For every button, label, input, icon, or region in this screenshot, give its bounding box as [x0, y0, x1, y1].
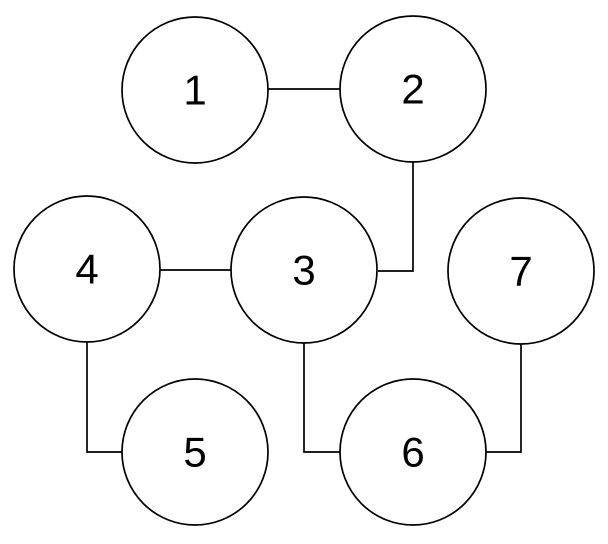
node-circle-4[interactable] — [13, 195, 161, 343]
node-label-3: 3 — [292, 247, 315, 294]
node-label-7: 7 — [509, 248, 532, 295]
node-circle-6[interactable] — [339, 378, 487, 526]
node-1[interactable]: 1 — [121, 16, 269, 164]
node-6[interactable]: 6 — [339, 378, 487, 526]
edge-4-5 — [86, 342, 122, 453]
node-circle-3[interactable] — [230, 196, 378, 344]
node-circle-1[interactable] — [121, 16, 269, 164]
node-label-2: 2 — [401, 66, 424, 113]
node-7[interactable]: 7 — [447, 197, 595, 345]
node-label-1: 1 — [183, 67, 206, 114]
node-5[interactable]: 5 — [121, 378, 269, 526]
node-label-4: 4 — [75, 246, 98, 293]
node-4[interactable]: 4 — [13, 195, 161, 343]
node-label-5: 5 — [183, 429, 206, 476]
node-label-6: 6 — [401, 429, 424, 476]
node-2[interactable]: 2 — [339, 15, 487, 163]
edge-2-3 — [378, 162, 414, 272]
edge-3-6 — [303, 343, 340, 453]
node-circle-5[interactable] — [121, 378, 269, 526]
node-circle-2[interactable] — [339, 15, 487, 163]
edge-7-6 — [486, 344, 522, 453]
node-3[interactable]: 3 — [230, 196, 378, 344]
node-circle-7[interactable] — [447, 197, 595, 345]
